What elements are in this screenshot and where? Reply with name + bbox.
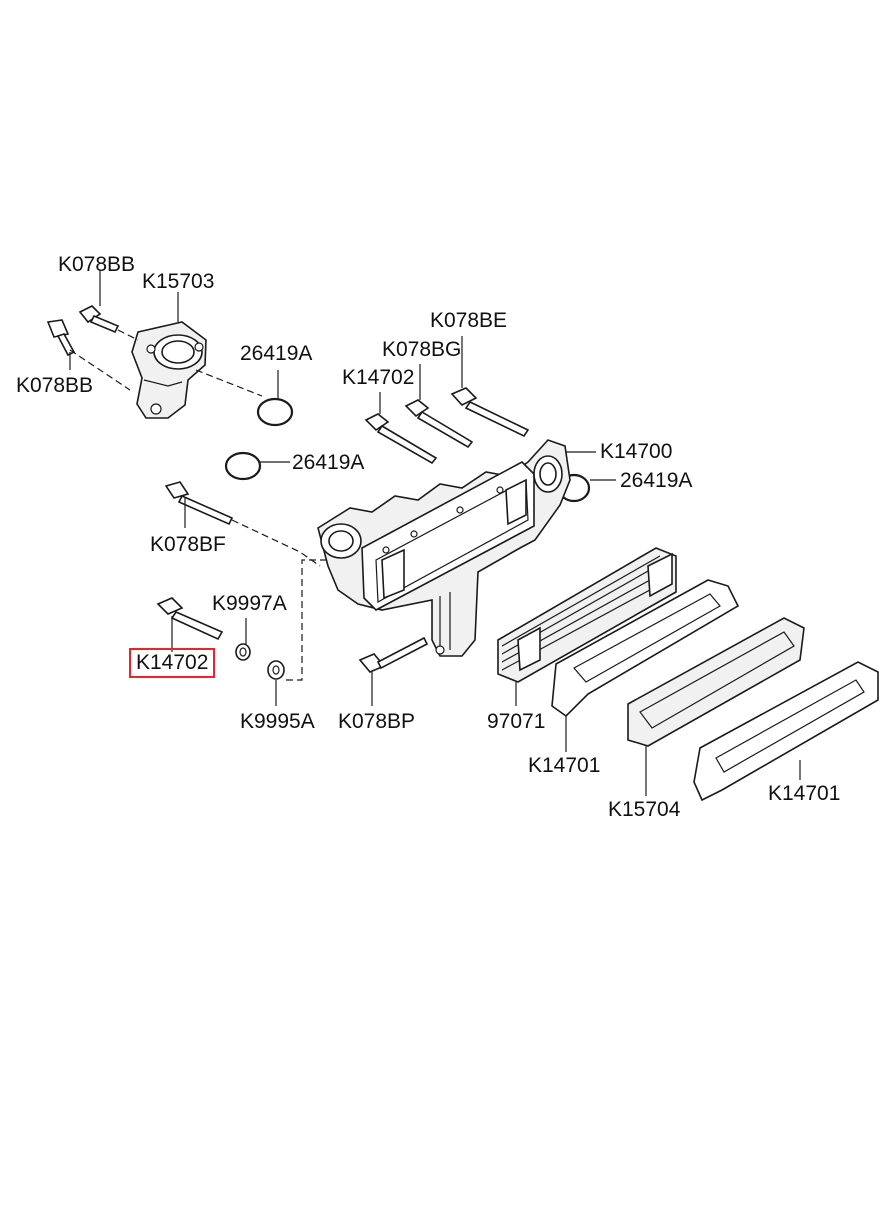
label-k14702-top[interactable]: K14702 <box>342 366 415 389</box>
label-26419a-middle[interactable]: 26419A <box>292 451 365 474</box>
label-k14701-right[interactable]: K14701 <box>768 782 841 805</box>
k14700-cooler-housing[interactable] <box>317 439 571 657</box>
k078bp-bolt[interactable] <box>358 636 429 673</box>
label-k078bp[interactable]: K078BP <box>338 710 416 733</box>
label-k14700[interactable]: K14700 <box>600 440 673 463</box>
k15704-cover-plate[interactable] <box>627 617 805 747</box>
label-k14702-selected[interactable]: K14702 <box>129 648 216 678</box>
k078bb-bolt-left[interactable] <box>46 319 76 357</box>
label-97071[interactable]: 97071 <box>487 710 546 733</box>
k078bb-bolt-top[interactable] <box>78 305 120 334</box>
label-k078bg[interactable]: K078BG <box>382 338 462 361</box>
label-k078bb-left[interactable]: K078BB <box>16 374 94 397</box>
label-k15703[interactable]: K15703 <box>142 270 215 293</box>
k14701-gasket-right[interactable] <box>693 661 879 802</box>
k14701-gasket-left[interactable] <box>551 579 740 718</box>
o-ring-upper[interactable] <box>256 397 294 427</box>
k14702-bolt-top[interactable] <box>364 413 438 465</box>
k078bf-bolt[interactable] <box>164 481 234 526</box>
label-k9997a[interactable]: K9997A <box>212 592 287 615</box>
k078bg-bolt[interactable] <box>404 399 474 449</box>
o-ring-middle[interactable] <box>224 451 262 481</box>
label-k078bb-top[interactable]: K078BB <box>58 253 136 276</box>
label-26419a-right[interactable]: 26419A <box>620 469 693 492</box>
label-26419a-upper[interactable]: 26419A <box>240 342 313 365</box>
k9997a-washer[interactable] <box>235 643 251 661</box>
label-k9995a[interactable]: K9995A <box>240 710 315 733</box>
k078be-bolt[interactable] <box>450 387 530 438</box>
label-k078bf[interactable]: K078BF <box>150 533 226 556</box>
k15703-elbow-housing[interactable] <box>131 321 207 419</box>
97071-cooler-core[interactable] <box>497 547 677 683</box>
label-k14701-left[interactable]: K14701 <box>528 754 601 777</box>
label-k078be[interactable]: K078BE <box>430 309 508 332</box>
k14702-selected-bolt[interactable] <box>156 597 224 641</box>
k9995a-washer[interactable] <box>267 660 285 680</box>
label-k15704[interactable]: K15704 <box>608 798 681 821</box>
